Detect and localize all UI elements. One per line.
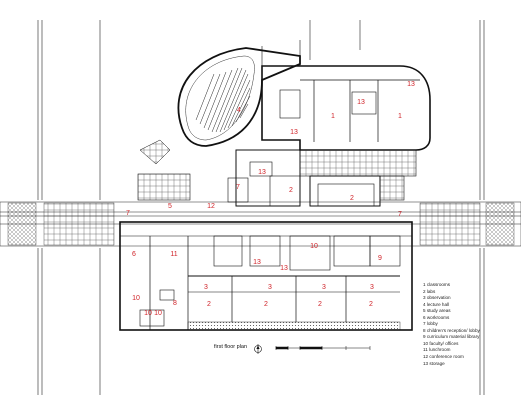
room-label: 5 bbox=[168, 203, 172, 210]
room-label: 11 bbox=[170, 251, 177, 258]
room-label: 1 bbox=[398, 113, 402, 120]
room-label: 13 bbox=[407, 81, 415, 88]
legend-item: 9 curriculum material library bbox=[423, 334, 480, 340]
site-context-lines bbox=[37, 20, 485, 395]
room-label: 7 bbox=[236, 184, 240, 191]
south-main-block bbox=[119, 221, 413, 331]
room-label: 8 bbox=[173, 300, 177, 307]
legend-item: 8 children's reception/ lobby bbox=[423, 327, 480, 333]
room-label: 13 bbox=[357, 99, 365, 106]
legend-item: 4 lecture hall bbox=[423, 301, 450, 307]
central-core bbox=[137, 139, 405, 207]
legend-item: 1 classrooms bbox=[423, 282, 451, 287]
legend-item: 6 workrooms bbox=[423, 314, 450, 320]
room-label: 1 bbox=[331, 113, 335, 120]
room-label: 7 bbox=[126, 210, 130, 217]
plan-caption: first floor plan bbox=[214, 344, 248, 350]
room-legend: 1 classrooms 2 labs 3 observation 4 lect… bbox=[423, 282, 519, 367]
room-label: 2 bbox=[350, 195, 354, 202]
legend-item: 12 conference room bbox=[423, 354, 464, 360]
room-label: 2 bbox=[318, 301, 322, 308]
room-label: 13 bbox=[280, 265, 288, 272]
legend-item: 7 lobby bbox=[423, 321, 438, 327]
room-label: 13 bbox=[290, 129, 298, 136]
scale-bar-icon bbox=[275, 346, 371, 350]
room-label: 13 bbox=[253, 259, 261, 266]
room-label: 13 bbox=[258, 169, 266, 176]
north-arrow-icon bbox=[254, 344, 262, 354]
room-label: 2 bbox=[369, 301, 373, 308]
room-label: 10 bbox=[132, 295, 140, 302]
room-label: 3 bbox=[204, 284, 208, 291]
room-labels: 4 1 1 13 13 13 13 2 2 7 5 12 7 7 11 6 10… bbox=[126, 81, 415, 317]
room-label: 3 bbox=[268, 284, 272, 291]
legend-item: 10 faculty/ offices bbox=[423, 340, 459, 346]
room-label: 2 bbox=[264, 301, 268, 308]
legend-item: 3 observation bbox=[423, 295, 451, 301]
room-label: 10 bbox=[310, 243, 318, 250]
room-label: 2 bbox=[289, 187, 293, 194]
room-label: 4 bbox=[237, 107, 241, 114]
room-label: 12 bbox=[207, 203, 215, 210]
legend-item: 2 labs bbox=[423, 288, 436, 294]
room-label: 2 bbox=[207, 301, 211, 308]
legend-item: 11 lunchroom bbox=[423, 347, 451, 353]
room-label: 3 bbox=[322, 284, 326, 291]
lecture-hall bbox=[177, 47, 301, 147]
room-label: 3 bbox=[370, 284, 374, 291]
room-label: 7 bbox=[398, 211, 402, 218]
room-label: 10 bbox=[154, 310, 162, 317]
room-label: 9 bbox=[378, 255, 382, 262]
legend-item: 5 study areas bbox=[423, 308, 451, 314]
street-band bbox=[0, 201, 521, 247]
room-label: 6 bbox=[132, 251, 136, 258]
legend-item: 13 storage bbox=[423, 360, 445, 366]
room-label: 10 bbox=[144, 310, 152, 317]
